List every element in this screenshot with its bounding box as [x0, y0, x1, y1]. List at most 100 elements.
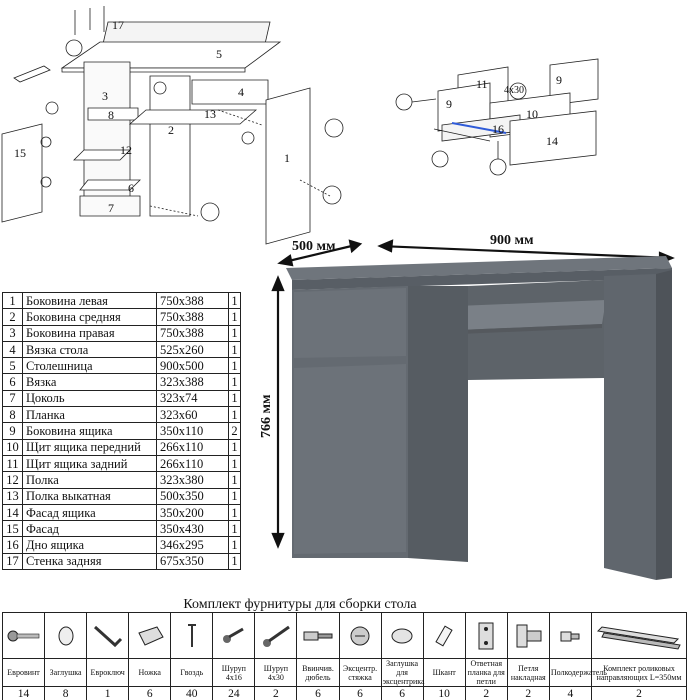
callout-12: 12 — [120, 143, 132, 157]
part-name: Планка — [22, 406, 157, 424]
part-number: 11 — [2, 454, 23, 473]
part-size: 675x350 — [156, 552, 229, 571]
kit-item-label: Заглушка — [44, 658, 88, 687]
kit-item-label: Шкант — [422, 658, 466, 687]
foot-icon — [129, 621, 170, 651]
kit-item-label: Гвоздь — [170, 658, 214, 687]
part-number: 2 — [2, 308, 23, 326]
dimension-lines — [271, 239, 675, 549]
part-number: 12 — [2, 471, 23, 489]
part-number: 3 — [2, 324, 23, 342]
part-name: Вязка стола — [22, 340, 157, 359]
part-quantity: 1 — [228, 503, 241, 522]
height-dimension: 766 мм — [259, 394, 274, 438]
kit-icon-cell — [86, 612, 130, 659]
callout-3: 3 — [102, 89, 108, 103]
kit-item-count: 6 — [338, 686, 382, 700]
desk-render: 500 мм 900 мм 766 мм — [259, 233, 675, 580]
drawer-assembly-diagram: 11 9 9 10 16 14 4x30 — [395, 58, 599, 176]
part-name: Полка выкатная — [22, 487, 157, 505]
desk-body — [286, 256, 672, 580]
part-name: Щит ящика задний — [22, 454, 157, 473]
kit-icon-cell — [548, 612, 593, 659]
part-size: 350x430 — [156, 520, 229, 538]
kit-item-count: 2 — [591, 686, 687, 700]
cap-icon — [45, 621, 86, 651]
screw-short-icon — [213, 621, 254, 651]
kit-item-label: Шуруп 4x16 — [212, 658, 256, 687]
part-quantity: 1 — [228, 357, 241, 375]
part-size: 323x380 — [156, 471, 229, 489]
part-number: 5 — [2, 357, 23, 375]
kit-item-label: Евровинт — [1, 658, 46, 687]
part-size: 323x60 — [156, 406, 229, 424]
part-name: Боковина ящика — [22, 422, 157, 440]
part-name: Фасад — [22, 520, 157, 538]
kit-item-count: 6 — [296, 686, 340, 700]
part-number: 1 — [2, 291, 23, 310]
hex-key-icon — [87, 621, 128, 651]
width-dimension: 900 мм — [490, 233, 534, 248]
callout-4: 4 — [238, 85, 244, 99]
kit-icon-cell — [591, 612, 687, 659]
exploded-assembly-diagram: 17 5 3 4 8 2 13 12 15 1 6 7 — [1, 6, 344, 245]
part-number: 10 — [2, 438, 23, 456]
kit-icon-cell — [170, 612, 214, 659]
callout-2: 2 — [168, 123, 174, 137]
part-size: 350x200 — [156, 503, 229, 522]
part-quantity: 1 — [228, 520, 241, 538]
hardware-kit-title: Комплект фурнитуры для сборки стола — [183, 597, 417, 612]
part-quantity: 1 — [228, 373, 241, 391]
kit-item-label: Ножка — [128, 658, 172, 687]
wood-dowel-icon — [424, 621, 465, 651]
kit-item-count: 2 — [254, 686, 298, 700]
callout-8: 8 — [108, 108, 114, 122]
kit-icon-cell — [128, 612, 172, 659]
kit-icon-cell — [464, 612, 508, 659]
kit-item-label: Полкодержатель — [548, 658, 607, 687]
hinge-plate-icon — [466, 619, 507, 653]
kit-item-count: 4 — [548, 686, 593, 700]
drawer-callout-9-left: 9 — [446, 97, 452, 111]
kit-icon-cell — [254, 612, 298, 659]
part-quantity: 1 — [228, 471, 241, 489]
part-name: Боковина левая — [22, 291, 157, 310]
part-number: 7 — [2, 389, 23, 408]
part-quantity: 1 — [228, 324, 241, 342]
part-size: 350x110 — [156, 422, 229, 440]
part-size: 323x388 — [156, 373, 229, 391]
drawer-callout-9-right: 9 — [556, 73, 562, 87]
part-size: 900x500 — [156, 357, 229, 375]
cam-cap-icon — [382, 621, 423, 651]
part-quantity: 1 — [228, 454, 241, 473]
part-quantity: 1 — [228, 552, 241, 571]
drawer-callout-10: 10 — [526, 107, 538, 121]
kit-item-count: 14 — [1, 686, 46, 700]
kit-item-count: 2 — [506, 686, 550, 700]
kit-item-label: Шуруп 4x30 — [254, 658, 298, 687]
kit-item-count: 2 — [464, 686, 508, 700]
part-quantity: 2 — [228, 422, 241, 440]
part-name: Фасад ящика — [22, 503, 157, 522]
screw-long-icon — [255, 621, 296, 651]
kit-item-label: Евроключ — [86, 658, 130, 687]
kit-icon-cell — [296, 612, 340, 659]
part-size: 750x388 — [156, 324, 229, 342]
kit-icon-cell — [380, 612, 424, 659]
drawer-callout-11: 11 — [476, 77, 488, 91]
part-number: 14 — [2, 503, 23, 522]
kit-item-label: Ввинчив. дюбель — [296, 658, 340, 687]
part-name: Боковина средняя — [22, 308, 157, 326]
part-size: 525x260 — [156, 340, 229, 359]
